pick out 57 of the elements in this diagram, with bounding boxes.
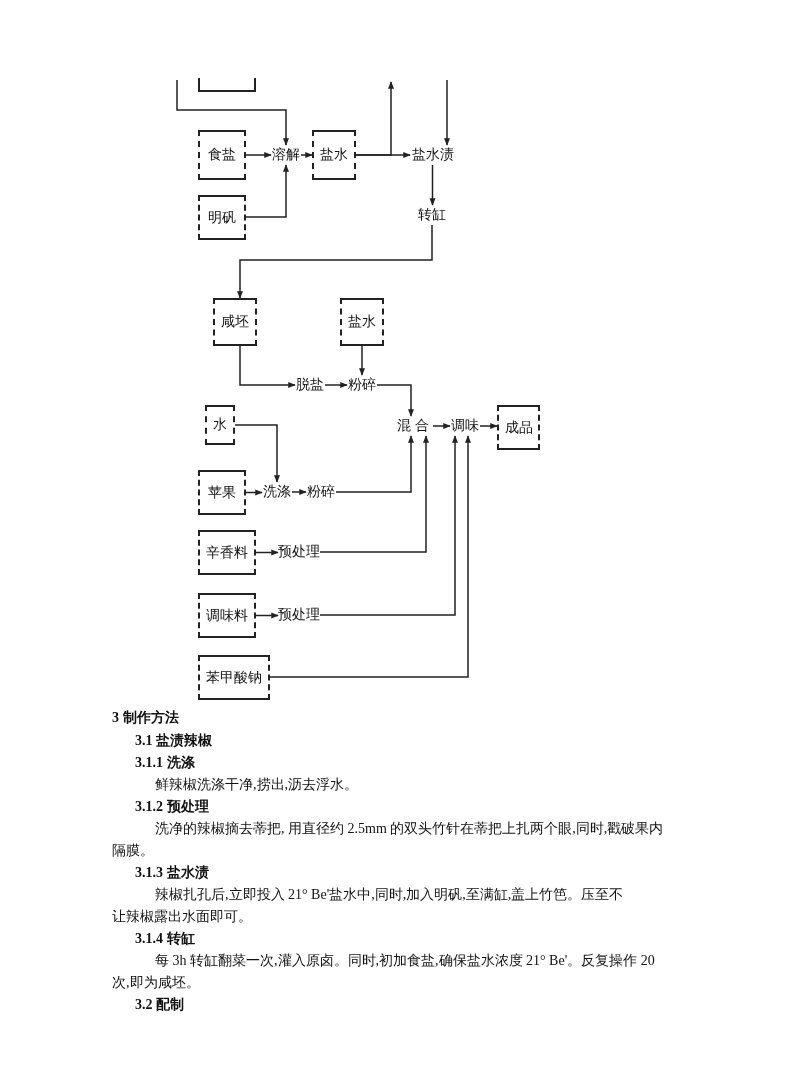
section-heading: 3.1.3 盐水渍 [135, 864, 209, 882]
arrow [324, 382, 348, 388]
arrow [245, 489, 263, 496]
section-heading: 3.2 配制 [135, 996, 184, 1014]
process-box: 苯甲酸钠 [198, 655, 270, 700]
step-label: 转缸 [417, 205, 447, 225]
arrow [269, 435, 471, 678]
section-heading: 3.1.4 转缸 [135, 930, 195, 948]
arrow [319, 435, 458, 616]
step-label: 粉碎 [306, 482, 336, 502]
arrow [255, 549, 279, 556]
step-label: 溶解 [271, 145, 301, 165]
step-label: 粉碎 [347, 375, 377, 395]
paragraph: 鲜辣椒洗涤干净,捞出,沥去浮水。 [155, 776, 359, 794]
process-box: 辛香料 [198, 530, 256, 575]
arrow [376, 384, 414, 417]
arrow [245, 152, 272, 158]
section-heading: 3.1.1 洗涤 [135, 754, 195, 772]
paragraph: 每 3h 转缸翻菜一次,灌入原卤。同时,初加食盐,确保盐水浓度 21° Be'。反复操作 20 次,即为咸坯。 [112, 952, 656, 992]
arrow [432, 423, 451, 429]
process-box: 食盐 [198, 130, 246, 180]
step-label: 盐水渍 [410, 145, 455, 165]
arrow [255, 612, 279, 619]
arrow [291, 489, 307, 495]
step-label: 脱盐 [295, 375, 325, 395]
section-heading: 3.1 盐渍辣椒 [135, 732, 212, 750]
arrow [234, 424, 280, 483]
process-box: 明矾 [198, 195, 246, 240]
arrow [479, 423, 498, 429]
section-heading: 3.1.2 预处理 [135, 798, 209, 816]
process-box: 盐水 [340, 298, 384, 346]
arrow [237, 224, 433, 299]
process-box: 水 [205, 405, 235, 445]
arrow [319, 435, 429, 553]
step-label: 预处理 [278, 605, 320, 625]
process-box: 成品 [497, 405, 540, 450]
arrow [300, 152, 313, 158]
step-label: 预处理 [278, 542, 320, 562]
process-box: 苹果 [198, 470, 246, 515]
paragraph: 洗净的辣椒摘去蒂把, 用直径约 2.5mm 的双头竹针在蒂把上扎两个眼,同时,戳破果内隔膜。 [112, 820, 665, 860]
partial-box [198, 78, 256, 92]
step-label: 洗涤 [262, 482, 292, 502]
arrow [444, 79, 450, 146]
process-box: 盐水 [312, 130, 356, 180]
arrow [176, 79, 289, 146]
process-box: 调味料 [198, 593, 256, 638]
paragraph: 辣椒扎孔后,立即投入 21° Be'盐水中,同时,加入明矾,至满缸,盖上竹笆。压至不让辣椒露出水面即可。 [112, 886, 625, 926]
arrow [335, 435, 414, 493]
step-label: 调味 [450, 416, 480, 436]
step-label: 混 合 [393, 416, 433, 436]
arrow [429, 164, 436, 206]
section-heading: 3 制作方法 [112, 709, 179, 727]
process-box: 咸坯 [213, 298, 257, 346]
arrow [245, 164, 289, 218]
arrow [359, 345, 365, 376]
arrow [239, 345, 296, 388]
arrow [355, 81, 394, 156]
